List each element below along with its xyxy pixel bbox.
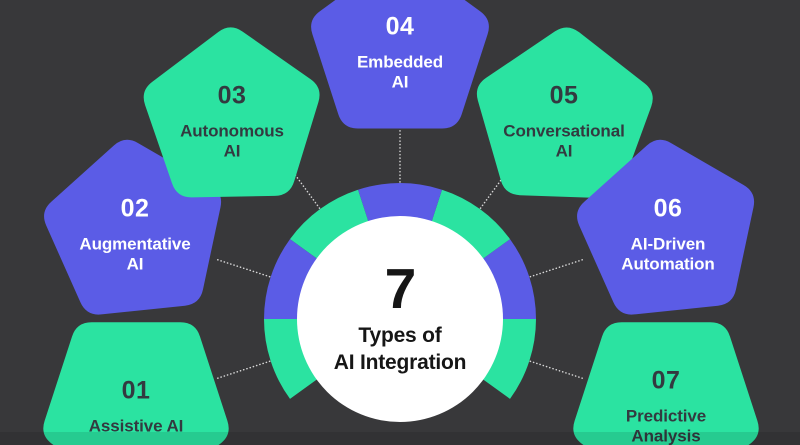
pentagon-label-02: 02 Augmentative AI [40,194,230,275]
item-number: 03 [217,81,247,110]
connector-line-07 [529,360,584,380]
item-label-line: Embedded [356,52,444,72]
item-label-line: AI [391,72,409,92]
item-number: 07 [651,366,681,395]
connector-line-02 [216,258,271,278]
pentagon-shape-04 [311,0,489,129]
bottom-edge-shade [0,432,800,445]
ring-segment-07 [482,319,536,399]
pentagon-shape-05 [476,27,653,199]
item-label-line: AI [555,141,573,161]
item-label-line: Autonomous [180,121,284,141]
item-number: 05 [549,81,579,110]
ring-segment-06 [482,239,536,319]
item-number: 01 [121,376,151,405]
item-label-line: Conversational [503,121,625,141]
pentagon-shape-03 [143,27,320,198]
item-label-line: Predictive [625,406,707,426]
connector-line-01 [216,360,271,380]
connector-line-06 [529,258,584,278]
item-label: Augmentative AI [79,234,190,274]
item-label: Autonomous AI [180,121,284,161]
ring-segment-04 [358,183,442,222]
item-label: Predictive Analysis [626,406,706,445]
pentagon-label-06: 06 AI-Driven Automation [573,194,763,275]
item-label: Conversational AI [503,121,625,161]
pentagon-shape-06 [577,139,755,315]
ring-segment-02 [264,239,318,319]
pentagon-label-04: 04 Embedded AI [305,12,495,93]
pentagon-shape-01 [43,322,229,445]
pentagon-label-07: 07 Predictive Analysis [571,366,761,445]
item-label: Assistive AI [89,416,184,436]
item-number: 02 [120,194,150,223]
pentagon-label-01: 01 Assistive AI [41,376,231,437]
pentagon-label-05: 05 Conversational AI [469,81,659,162]
item-label: Embedded AI [357,52,443,92]
item-label-line: Automation [621,254,715,274]
item-label-line: Analysis [631,426,701,445]
item-label-line: Assistive AI [88,416,184,436]
center-circle: 7 Types of AI Integration [297,216,503,422]
connector-line-05 [479,162,514,209]
ring-segment-01 [264,319,318,399]
pentagon-shape-07 [573,322,759,445]
ring-segment-05 [431,189,510,259]
center-count: 7 [384,256,417,321]
center-title-line1: Types of [358,323,442,347]
item-label-line: AI [223,141,241,161]
ring-segment-03 [290,189,369,259]
item-number: 06 [653,194,683,223]
connector-line-03 [286,162,321,209]
center-title-line2: AI Integration [333,350,467,374]
item-label-line: AI [126,254,144,274]
item-label-line: Augmentative [79,234,191,254]
item-label: AI-Driven Automation [621,234,715,274]
item-label-line: AI-Driven [630,234,706,254]
item-number: 04 [385,12,415,41]
center-title: Types of AI Integration [334,323,467,376]
pentagon-label-03: 03 Autonomous AI [137,81,327,162]
